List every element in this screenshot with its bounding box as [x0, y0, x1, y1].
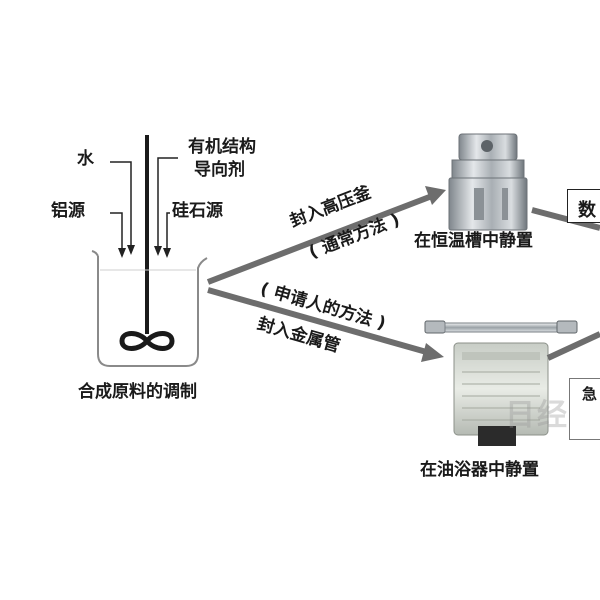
- aluminum-arrow: [110, 212, 123, 250]
- upper-route-result: 在恒温槽中静置: [414, 231, 533, 251]
- metal-tube-image: [424, 320, 578, 334]
- organic-agent-arrow: [157, 157, 178, 248]
- lower-route-arrow: [207, 287, 431, 356]
- stirrer-blade: [119, 331, 175, 351]
- water-arrow: [110, 161, 132, 247]
- watermark: 日经: [505, 398, 569, 433]
- water-label: 水: [77, 149, 94, 169]
- next-step-small-box: 急: [569, 378, 600, 440]
- silica-arrow: [166, 212, 170, 250]
- next-step-arrow-bottom: [546, 331, 600, 361]
- silica-arrowhead: [163, 248, 171, 258]
- beaker-caption: 合成原料的调制: [78, 382, 197, 402]
- autoclave-image: [448, 133, 528, 231]
- aluminum-arrowhead: [118, 248, 126, 258]
- organic-agent-label-line2: 导向剂: [194, 160, 245, 180]
- next-step-box-text: 数: [578, 200, 596, 221]
- lower-route-result: 在油浴器中静置: [420, 460, 539, 480]
- upper-route-arrow: [206, 193, 434, 285]
- aluminum-source-label: 铝源: [51, 201, 85, 221]
- lower-route-arrowhead: [421, 343, 444, 362]
- next-step-box: 数: [567, 189, 600, 223]
- next-step-arrow-top: [531, 207, 600, 231]
- next-step-small-box-text: 急: [582, 385, 598, 403]
- beaker: [91, 250, 208, 367]
- water-arrowhead: [127, 245, 135, 255]
- organic-agent-arrowhead: [154, 246, 162, 256]
- organic-agent-label-line1: 有机结构: [188, 137, 256, 157]
- silica-source-label: 硅石源: [172, 201, 223, 221]
- upper-route-arrowhead: [425, 186, 446, 205]
- oil-bath-image: [453, 342, 549, 446]
